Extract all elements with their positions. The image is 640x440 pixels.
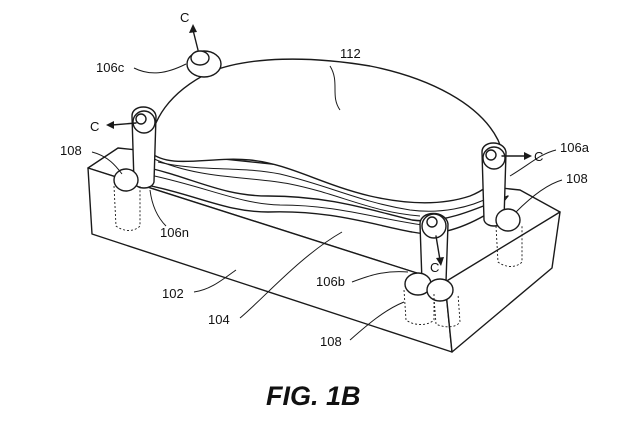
label-108-bottom: 108 <box>320 334 342 349</box>
label-112: 112 <box>340 46 361 61</box>
label-106a: 106a <box>560 140 590 155</box>
label-104: 104 <box>208 312 230 327</box>
label-106b: 106b <box>316 274 345 289</box>
leader-lines <box>91 63 563 341</box>
label-108-right: 108 <box>566 171 588 186</box>
label-106c: 106c <box>96 60 125 75</box>
label-108-left: 108 <box>60 143 82 158</box>
figure-caption: FIG. 1B <box>266 381 361 411</box>
actuator-106a <box>481 142 532 267</box>
actuator-106n <box>106 106 157 231</box>
substrate <box>117 165 509 235</box>
label-106n: 106n <box>160 225 189 240</box>
label-c-right: C <box>534 149 543 164</box>
label-c-bottom: C <box>430 260 439 275</box>
label-102: 102 <box>162 286 184 301</box>
label-c-top: C <box>180 10 189 25</box>
actuator-106b <box>403 212 461 328</box>
label-c-left: C <box>90 119 99 134</box>
actuator-106c <box>186 24 222 78</box>
